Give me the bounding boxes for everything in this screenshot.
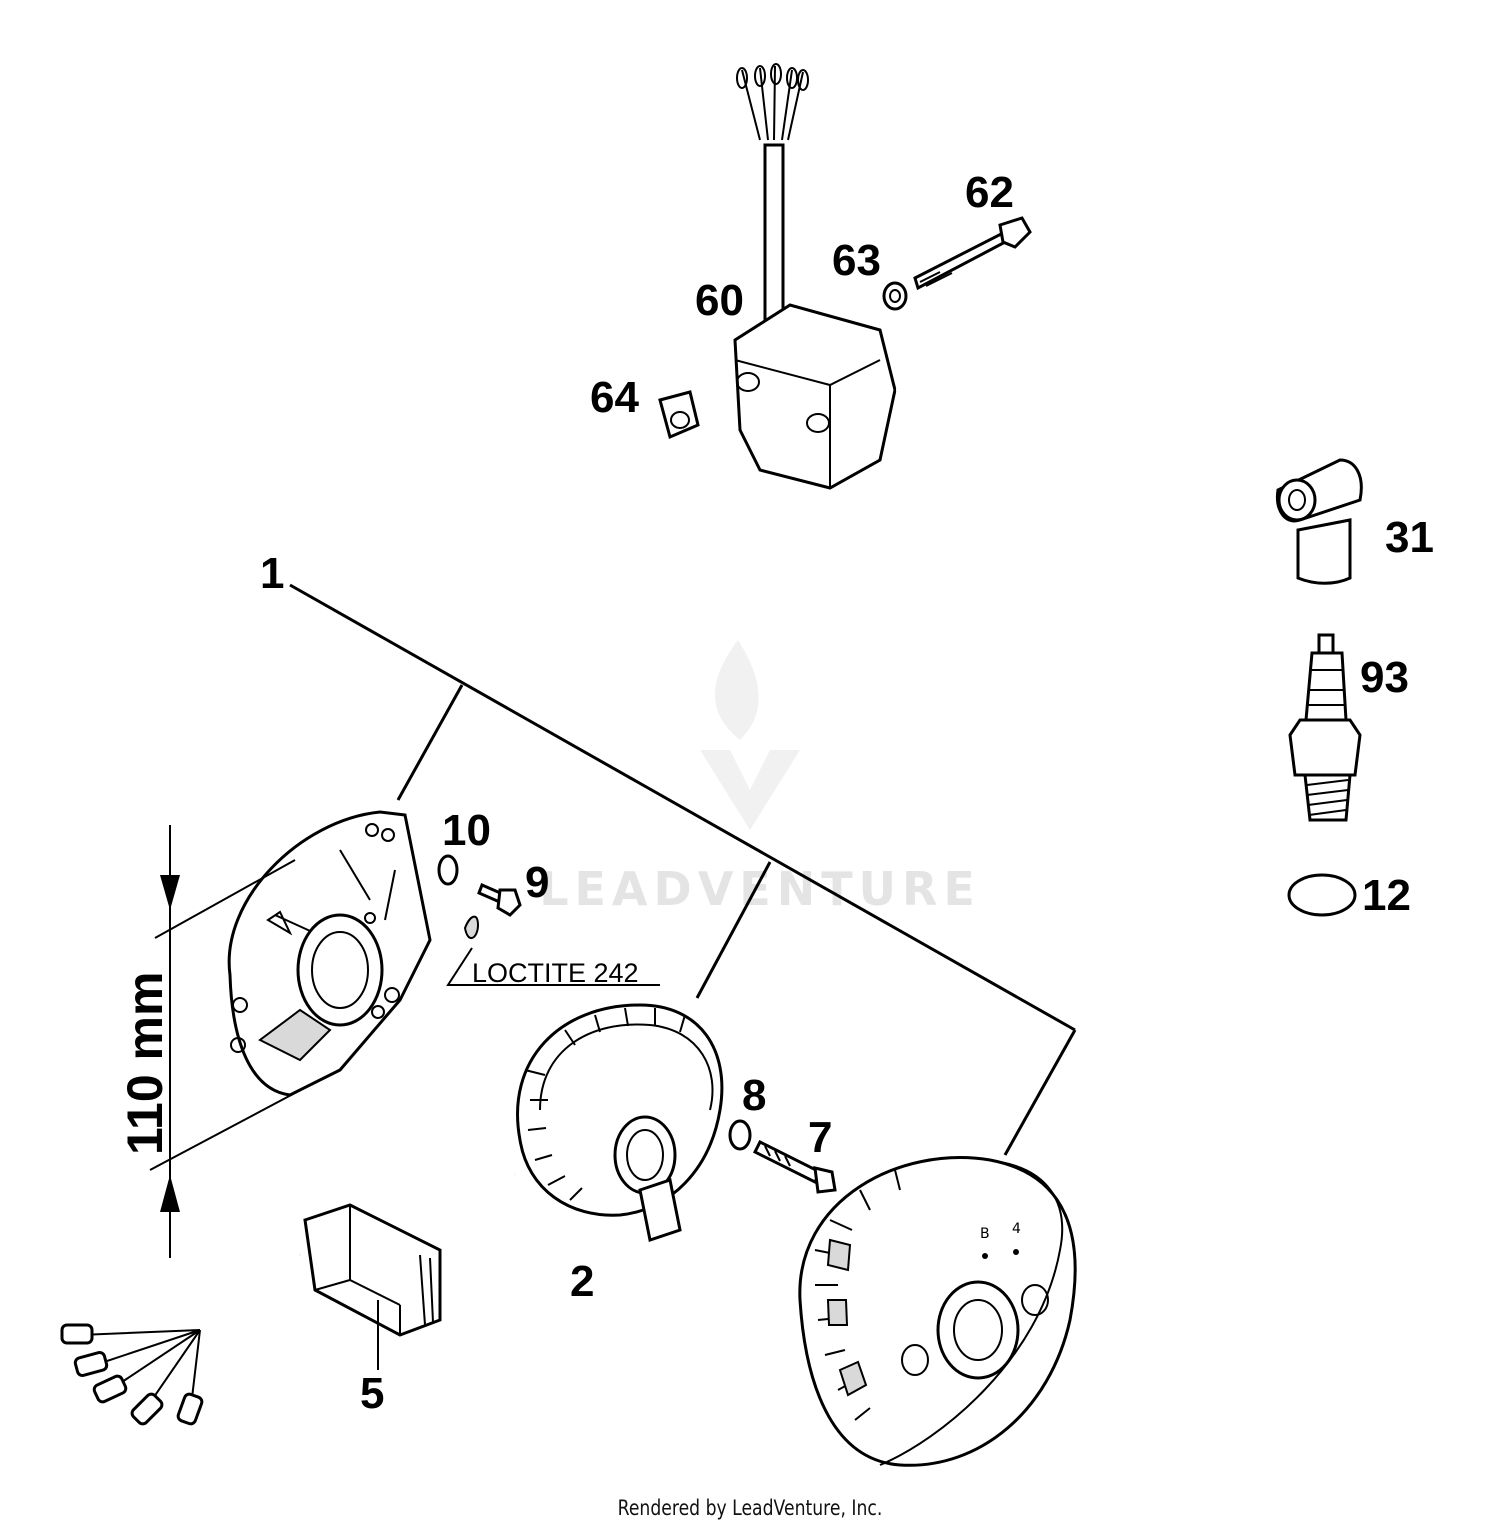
callout-8: 8 — [742, 1071, 766, 1120]
bolt-9 — [463, 882, 522, 939]
callout-60: 60 — [695, 276, 744, 325]
callout-1: 1 — [260, 549, 284, 598]
dimension-label: 110 mm — [117, 972, 173, 1155]
bolt-7 — [752, 1139, 837, 1194]
footer-credit: Rendered by LeadVenture, Inc. — [617, 1496, 883, 1520]
callout-93: 93 — [1360, 653, 1409, 702]
callout-10: 10 — [442, 806, 491, 855]
callout-62: 62 — [965, 168, 1014, 217]
washer-10 — [437, 854, 459, 886]
spark-plug-93 — [1288, 633, 1362, 822]
stator-plate — [227, 810, 432, 1097]
dimension-110mm — [149, 825, 311, 1258]
callout-63: 63 — [832, 236, 881, 285]
leadventure-logo-icon — [700, 640, 800, 830]
svg-text:B: B — [980, 1226, 990, 1242]
washer-8 — [728, 1119, 752, 1151]
pickup-5 — [60, 1170, 516, 1426]
loctite-note: LOCTITE 242 — [472, 958, 639, 988]
callout-9: 9 — [525, 858, 549, 907]
nut-clip-64 — [658, 390, 700, 440]
callout-31: 31 — [1385, 513, 1434, 562]
callout-5: 5 — [360, 1369, 384, 1418]
ignition-coil-60 — [733, 63, 968, 569]
bolt-62 — [913, 216, 1032, 291]
washer-63 — [882, 281, 908, 311]
stator-coil-2 — [516, 1003, 724, 1242]
spark-plug-cap-31 — [1275, 458, 1363, 585]
callout-2: 2 — [570, 1257, 594, 1306]
o-ring-12 — [1287, 873, 1357, 917]
callout-12: 12 — [1362, 871, 1411, 920]
assembly-1-leaders — [289, 583, 1077, 1156]
watermark-text: LEADVENTURE — [539, 862, 981, 916]
callout-7: 7 — [808, 1113, 832, 1162]
flywheel-rotor: B 4 — [798, 1156, 1077, 1467]
callout-64: 64 — [590, 373, 639, 422]
svg-text:4: 4 — [1012, 1221, 1021, 1237]
loctite-leader — [446, 947, 660, 986]
